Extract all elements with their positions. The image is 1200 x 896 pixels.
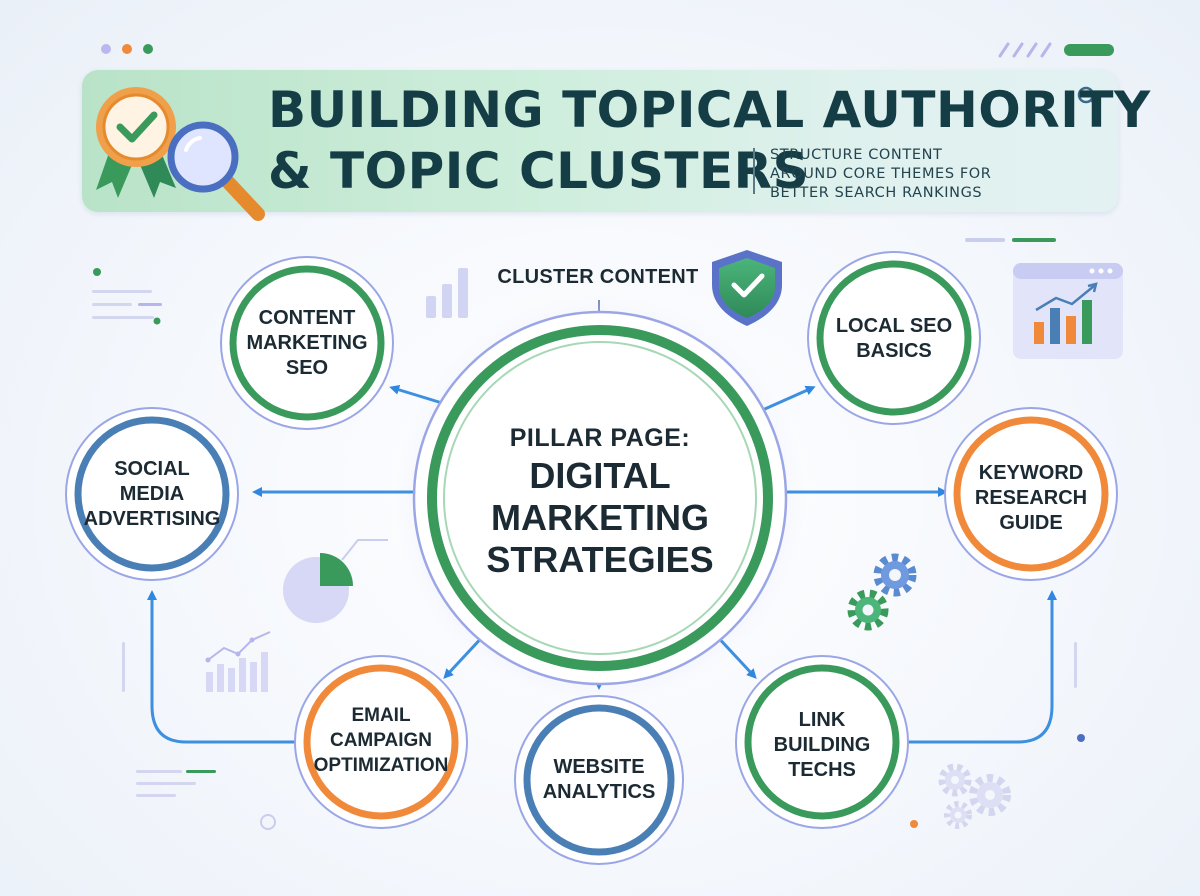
shield-check-icon — [712, 250, 782, 326]
cluster-label-social-media-advertising: SOCIAL MEDIA ADVERTISING — [72, 454, 232, 534]
header-banner — [82, 70, 1118, 212]
pillar-title-line: DIGITAL — [529, 455, 671, 496]
cluster-label-line: LOCAL SEO — [835, 315, 953, 337]
cluster-label-email-campaign-optimization: EMAIL CAMPAIGN OPTIMIZATION — [301, 700, 461, 780]
decor-dots-top-left — [101, 44, 153, 54]
cluster-circle-local-seo-basics — [807, 251, 981, 425]
cluster-circle-website-analytics — [514, 695, 684, 865]
cluster-label-line: GUIDE — [999, 511, 1063, 534]
cluster-label-content-marketing-seo: CONTENT MARKETING SEO — [227, 303, 387, 383]
pillar-circle — [412, 310, 788, 686]
cluster-label-line: CAMPAIGN — [329, 729, 433, 751]
page-title-line-1: BUILDING TOPICAL AUTHORITY — [268, 81, 1151, 139]
cluster-label-line: KEYWORD — [978, 461, 1084, 484]
pie-chart-icon — [283, 539, 388, 623]
cluster-circle-email-campaign-optimization — [294, 655, 468, 829]
browser-chart-icon — [1013, 263, 1123, 359]
cluster-label-website-analytics: WEBSITE ANALYTICS — [519, 753, 679, 807]
page-subtitle: STRUCTURE CONTENT AROUND CORE THEMES FOR… — [770, 146, 1070, 203]
decor-dots-right — [910, 642, 1085, 828]
cluster-label-line: LINK — [798, 708, 846, 731]
cluster-label-line: BUILDING — [773, 733, 871, 756]
cluster-label-keyword-research-guide: KEYWORD RESEARCH GUIDE — [951, 458, 1111, 538]
page-title-line-2: & TOPIC CLUSTERS — [268, 142, 810, 200]
subtitle-divider — [753, 148, 755, 194]
cluster-label-line: ADVERTISING — [83, 507, 221, 530]
pillar-title: DIGITAL MARKETING STRATEGIES — [450, 455, 750, 581]
cluster-label-line: BASICS — [856, 340, 932, 362]
subtitle-line: STRUCTURE CONTENT — [770, 147, 943, 163]
decor-lines-left — [92, 268, 162, 325]
cluster-label-line: WEBSITE — [553, 756, 645, 778]
cluster-label-line: TECHS — [788, 758, 856, 781]
subtitle-line: BETTER SEARCH RANKINGS — [770, 185, 983, 201]
cluster-label-line: CONTENT — [258, 306, 356, 329]
search-icon — [1077, 86, 1100, 109]
decor-slashes-top-right — [998, 42, 1052, 58]
cluster-label-line: MEDIA — [119, 482, 185, 505]
cluster-label-line: ANALYTICS — [542, 781, 656, 803]
magnifier-icon — [167, 121, 265, 221]
line-chart-icon — [205, 631, 271, 692]
arrow-link-to-keyword — [908, 590, 1057, 744]
cluster-label-local-seo-basics: LOCAL SEO BASICS — [814, 312, 974, 366]
award-badge-icon — [96, 87, 176, 198]
cluster-content-label: CLUSTER CONTENT — [497, 266, 699, 288]
cluster-label-line: MARKETING — [246, 331, 368, 354]
cluster-label-line: RESEARCH — [974, 486, 1088, 509]
cluster-label-line: SEO — [285, 356, 329, 379]
pillar-title-line: MARKETING — [491, 497, 709, 538]
pillar-prefix: PILLAR PAGE: — [509, 424, 691, 452]
cluster-circle-social-media-advertising — [65, 407, 239, 581]
gears-icon — [847, 553, 917, 631]
pillar-title-line: STRATEGIES — [486, 539, 714, 580]
cluster-circle-link-building-techs — [735, 655, 909, 829]
cluster-label-line: EMAIL — [351, 704, 411, 726]
decor-pill-green — [1064, 44, 1114, 56]
cluster-label-line: SOCIAL — [114, 457, 190, 480]
bar-chart-icon — [426, 268, 468, 318]
decor-lines-bottom-left — [122, 642, 276, 830]
arrow-email-to-social — [147, 590, 300, 744]
gears-faded-icon — [938, 763, 1011, 829]
cluster-label-line: OPTIMIZATION — [313, 754, 449, 776]
subtitle-line: AROUND CORE THEMES FOR — [770, 166, 992, 182]
cluster-label-link-building-techs: LINK BUILDING TECHS — [742, 705, 902, 785]
decor-dashes-right — [965, 238, 1056, 242]
cluster-circle-content-marketing-seo — [220, 256, 394, 430]
cluster-circle-keyword-research-guide — [944, 407, 1118, 581]
